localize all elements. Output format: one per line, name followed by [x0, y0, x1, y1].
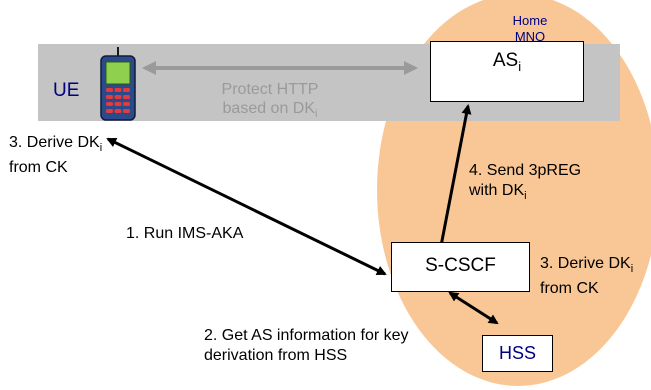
- step2-label: 2. Get AS information for key derivation…: [204, 326, 409, 366]
- step4-line2-prefix: with DK: [469, 182, 525, 199]
- step4-line2-sub: i: [524, 190, 527, 203]
- scscf-hss-arrow: [448, 291, 499, 325]
- protect-http-line2-prefix: based on DK: [222, 100, 316, 117]
- send-3preg-arrow: [439, 104, 472, 247]
- hss-node[interactable]: HSS: [482, 335, 553, 372]
- step1-label: 1. Run IMS-AKA: [126, 225, 244, 242]
- step3-scscf-label: 3. Derive DKi from CK: [540, 254, 633, 299]
- step4-line1: 4. Send 3pREG: [469, 162, 582, 179]
- home-mno-label-line1: Home: [512, 13, 548, 28]
- scscf-label: S-CSCF: [425, 255, 496, 276]
- mobile-phone-icon: [100, 47, 136, 121]
- step3-scscf-line2: from CK: [540, 280, 599, 298]
- as-node[interactable]: ASi: [430, 41, 584, 102]
- step4-line2: with DKi: [469, 181, 581, 206]
- protect-http-label: Protect HTTP based on DKi: [205, 80, 335, 124]
- hss-label: HSS: [498, 343, 536, 363]
- as-label-main: AS: [492, 50, 519, 71]
- home-mno-label-line2: MNO: [514, 29, 546, 44]
- scscf-node[interactable]: S-CSCF: [391, 242, 530, 292]
- step3-scscf-line1-prefix: 3. Derive DK: [540, 255, 631, 272]
- run-ims-aka-arrow: [106, 137, 387, 276]
- home-mno-label: Home MNO: [508, 13, 552, 45]
- protect-http-line2-sub: i: [315, 108, 318, 121]
- step3-ue-line1-sub: i: [99, 142, 103, 155]
- as-label: ASi: [431, 42, 583, 86]
- as-label-sub: i: [518, 58, 522, 74]
- step3-scscf-line1: 3. Derive DKi: [540, 254, 633, 279]
- step4-label: 4. Send 3pREG with DKi: [469, 161, 581, 206]
- step3-ue-line2: from CK: [9, 159, 68, 177]
- step3-scscf-line1-sub: i: [630, 263, 634, 276]
- ue-label: UE: [53, 80, 80, 101]
- protect-http-line1: Protect HTTP: [221, 81, 319, 98]
- step2-line1: 2. Get AS information for key: [204, 327, 409, 344]
- protect-http-line2: based on DKi: [205, 99, 335, 124]
- step3-ue-line1-prefix: 3. Derive DK: [9, 134, 100, 151]
- step2-line2: derivation from HSS: [204, 347, 348, 364]
- step3-ue-label: 3. Derive DKi from CK: [9, 133, 102, 178]
- step3-ue-line1: 3. Derive DKi: [9, 133, 102, 158]
